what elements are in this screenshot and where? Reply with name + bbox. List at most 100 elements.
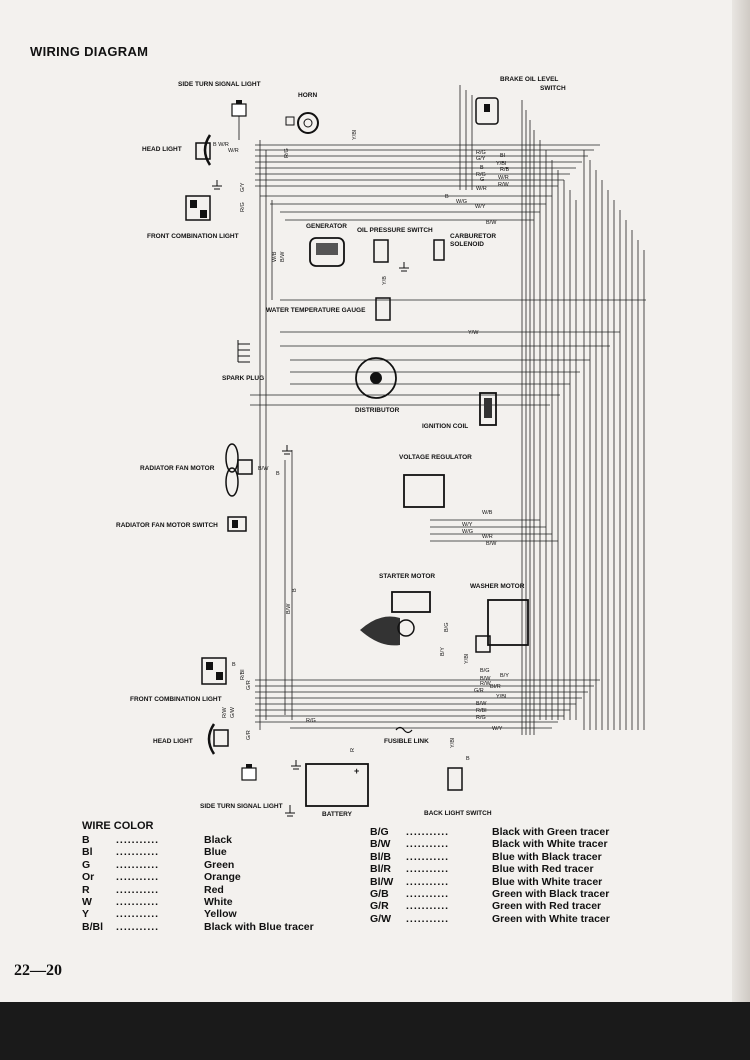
wire-label: W/R <box>482 534 493 540</box>
wire-label: R <box>350 748 356 752</box>
wire-labels: R/G Y/BI B W/R W/R G/Y R/G R/G G/Y BI B … <box>213 129 510 762</box>
radiator-fan-motor: RADIATOR FAN MOTOR <box>140 443 253 497</box>
wire-label: G/Y <box>476 156 486 162</box>
wire-label: B W/R <box>213 142 229 148</box>
wire-label: W/B <box>482 510 493 516</box>
side-turn-signal-light-bottom: SIDE TURN SIGNAL LIGHT <box>200 764 283 810</box>
wire-label: B/Y <box>440 647 446 656</box>
wire-label: Y/BI <box>464 653 470 664</box>
oil-pressure-switch: OIL PRESSURE SWITCH <box>357 227 433 263</box>
wire-label: B <box>232 662 236 668</box>
wire-label: B/G <box>480 668 489 674</box>
wire-label: R/W <box>498 182 510 188</box>
wire-label: R/W <box>480 681 492 687</box>
wire-label: B/G <box>444 623 450 632</box>
wire-label: B/W <box>258 466 269 472</box>
wire-label: R/G <box>306 718 316 724</box>
wire-label: + <box>354 766 359 776</box>
wire-label: B <box>276 471 280 477</box>
wire-label: W/G <box>456 199 467 205</box>
wire-label: B/W <box>486 220 497 226</box>
spark-plug: SPARK PLUG <box>222 340 264 382</box>
page-number: 22—20 <box>14 962 62 979</box>
label-ignition-coil: IGNITION COIL <box>422 423 468 430</box>
washer-motor: WASHER MOTOR <box>470 583 529 653</box>
wire-label: Y/B <box>382 276 388 285</box>
label-head-light-top: HEAD LIGHT <box>142 146 182 153</box>
wire-label: B/W <box>280 251 286 262</box>
legend-row: W...........White <box>82 895 233 908</box>
label-distributor: DISTRIBUTOR <box>355 407 400 414</box>
label-voltage-regulator: VOLTAGE REGULATOR <box>399 454 472 461</box>
voltage-regulator: VOLTAGE REGULATOR <box>399 454 472 508</box>
wire-label: W/Y <box>462 522 473 528</box>
label-generator: GENERATOR <box>306 223 347 230</box>
legend-row: G/W...........Green with White tracer <box>370 912 610 925</box>
legend-row: G...........Green <box>82 858 235 871</box>
label-front-combination-light-top: FRONT COMBINATION LIGHT <box>147 233 239 240</box>
wire-label: W/B <box>272 251 278 262</box>
ground-symbols <box>212 180 409 817</box>
label-front-combination-light-bottom: FRONT COMBINATION LIGHT <box>130 696 222 703</box>
wire-label: G/R <box>246 730 252 740</box>
wire-color-legend-right: B/G...........Black with Green tracer B/… <box>370 826 610 925</box>
label-back-light-switch: BACK LIGHT SWITCH <box>424 810 492 817</box>
label-fusible-link: FUSIBLE LINK <box>384 738 429 745</box>
wire-label: BI <box>500 153 506 159</box>
wire-label: W/R <box>476 186 487 192</box>
label-carburetor: CARBURETOR <box>450 233 496 240</box>
wire-label: R/W <box>222 707 228 719</box>
wire-label: W/Y <box>475 204 486 210</box>
wire-label: B/W <box>476 701 487 707</box>
wire-label: W/R <box>498 175 509 181</box>
battery: + BATTERY <box>305 763 369 818</box>
wire-label: G/R <box>474 688 484 694</box>
main-harness <box>250 85 646 735</box>
legend-row: R...........Red <box>82 883 224 896</box>
wire-label: R/BI <box>476 708 487 714</box>
legend-row: B/W...........Black with White tracer <box>370 838 608 851</box>
radiator-fan-motor-switch: RADIATOR FAN MOTOR SWITCH <box>116 516 247 532</box>
wire-label: B/Y <box>500 673 509 679</box>
legend-row: Bl/W...........Blue with White tracer <box>370 875 603 888</box>
ignition-coil: IGNITION COIL <box>422 392 497 430</box>
wire-label: G/R <box>246 680 252 690</box>
brake-oil-level-switch: BRAKE OIL LEVEL SWITCH <box>475 76 566 125</box>
head-light-top: HEAD LIGHT <box>142 134 212 166</box>
fusible-link: FUSIBLE LINK <box>384 726 429 745</box>
legend-row: G/B...........Green with Black tracer <box>370 887 610 900</box>
wire-label: BI/R <box>490 684 501 690</box>
front-combination-light-bottom: FRONT COMBINATION LIGHT <box>130 657 227 703</box>
label-starter-motor: STARTER MOTOR <box>379 573 435 580</box>
legend-row: B...........Black <box>82 834 233 846</box>
front-combination-light-top: FRONT COMBINATION LIGHT <box>147 195 239 240</box>
legend-row: Y...........Yellow <box>82 908 237 921</box>
label-radiator-fan-motor: RADIATOR FAN MOTOR <box>140 465 215 472</box>
legend-row: Bl/R...........Blue with Red tracer <box>370 863 594 876</box>
wire-label: Y/BI <box>450 737 456 748</box>
wire-label: B/W <box>486 541 497 547</box>
starter-motor: STARTER MOTOR <box>360 573 435 646</box>
head-light-bottom: HEAD LIGHT <box>153 723 229 755</box>
distributor: DISTRIBUTOR <box>355 357 400 414</box>
label-head-light-bottom: HEAD LIGHT <box>153 738 193 745</box>
legend-row: Bl/B...........Blue with Black tracer <box>370 850 602 863</box>
manual-page: WIRING DIAGRAM <box>0 0 750 1002</box>
wire-label: R/G <box>240 202 246 212</box>
side-turn-signal-light-top: SIDE TURN SIGNAL LIGHT <box>178 81 261 140</box>
wire-label: G/W <box>230 706 236 718</box>
wire-label: R/G <box>284 148 290 158</box>
back-light-switch: BACK LIGHT SWITCH <box>424 767 492 817</box>
label-side-turn-signal-light-bottom: SIDE TURN SIGNAL LIGHT <box>200 803 283 810</box>
label-radiator-fan-motor-switch: RADIATOR FAN MOTOR SWITCH <box>116 522 218 529</box>
wire-label: R/B <box>500 167 510 173</box>
label-battery: BATTERY <box>322 811 353 818</box>
legend-row: G/R...........Green with Red tracer <box>370 900 602 913</box>
wire-label: R/BI <box>240 669 246 680</box>
label-washer-motor: WASHER MOTOR <box>470 583 525 590</box>
wire-label: B <box>466 756 470 762</box>
wire-label: Y/BI <box>496 161 507 167</box>
label-brake-oil-level: BRAKE OIL LEVEL <box>500 76 558 83</box>
wire-label: B <box>445 194 449 200</box>
wire-label: R/G <box>476 150 486 156</box>
